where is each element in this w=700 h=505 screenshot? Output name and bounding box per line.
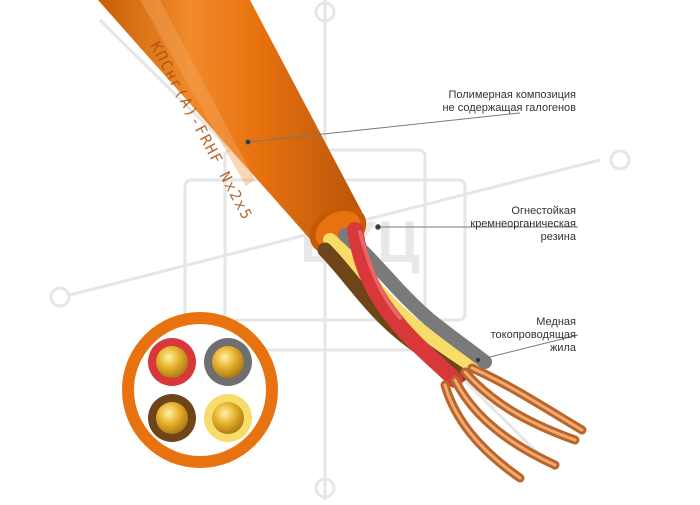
cable-cores — [317, 222, 492, 388]
callout-line: не содержащая галогенов — [442, 102, 576, 114]
callout-line: кремнеорганическая — [470, 218, 576, 230]
copper-strands — [440, 363, 587, 483]
leader-lines — [245, 112, 579, 363]
cable-sheath — [98, 0, 367, 255]
callout-line: токопроводящая — [490, 329, 576, 341]
callout-line: Полимерная композиция — [448, 89, 576, 101]
callout-line: Медная — [536, 316, 576, 328]
callout-line: резина — [540, 231, 576, 243]
callout-insulation-material: Огнестойкая кремнеорганическая резина — [470, 205, 576, 244]
callout-conductor-material: Медная токопроводящая жила — [491, 316, 576, 355]
callout-line: жила — [549, 342, 576, 354]
callout-line: Огнестойкая — [511, 205, 576, 217]
cable-cross-section — [122, 312, 278, 468]
callout-sheath-material: Полимерная композиция не содержащая гало… — [442, 89, 576, 115]
